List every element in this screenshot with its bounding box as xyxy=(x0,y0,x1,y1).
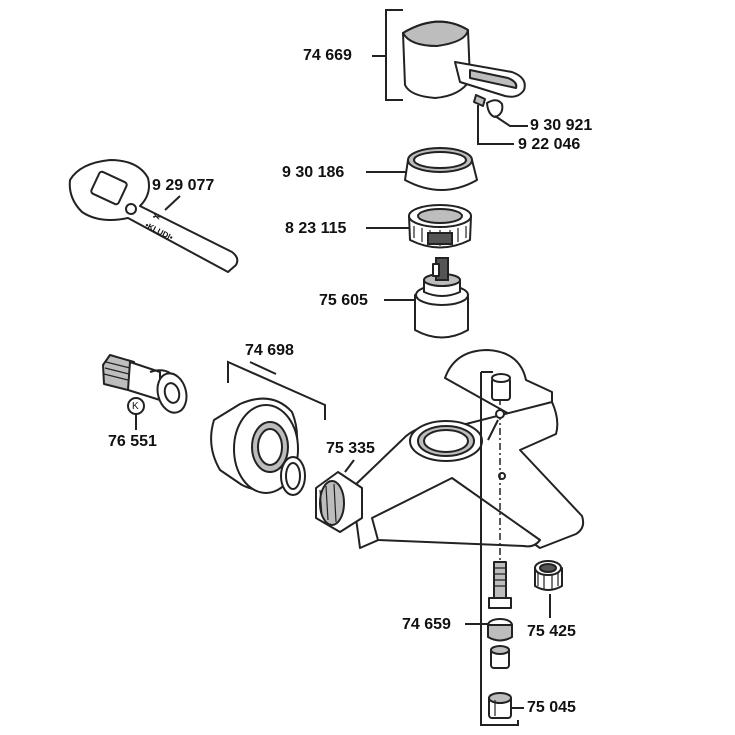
eccentric-mark: K xyxy=(132,401,139,412)
aerator xyxy=(534,560,563,591)
diverter-set xyxy=(487,561,513,669)
handle-lever xyxy=(402,20,526,99)
part-label-set-screw: 9 22 046 xyxy=(518,136,581,153)
part-label-connection-nut: 75 335 xyxy=(326,440,375,457)
lever-screw xyxy=(486,99,504,118)
set-screw xyxy=(473,94,486,107)
mixer-body xyxy=(315,349,585,549)
part-label-wall-rosette: 74 698 xyxy=(245,342,294,359)
leader-lines xyxy=(135,9,551,709)
part-label-lever-screw: 9 30 921 xyxy=(530,117,593,134)
part-label-aerator: 75 425 xyxy=(527,623,576,640)
cartridge xyxy=(414,257,469,339)
wall-eccentric xyxy=(102,354,188,415)
part-label-handle-lever: 74 669 xyxy=(303,47,352,64)
diverter-axis xyxy=(480,371,519,726)
part-label-wrench: 9 29 077 xyxy=(152,177,215,194)
part-label-diverter-set: 74 659 xyxy=(402,616,451,633)
part-label-diverter-insert: 75 045 xyxy=(527,699,576,716)
part-label-cartridge-nut: 8 23 115 xyxy=(285,220,347,237)
svg-text:✂: ✂ xyxy=(151,211,163,224)
diverter-knob xyxy=(491,373,511,419)
cover-ring xyxy=(404,147,478,191)
part-label-wall-eccentric: 76 551 xyxy=(108,433,157,450)
cartridge-nut xyxy=(408,204,472,249)
wall-rosette xyxy=(210,360,326,496)
part-label-cartridge: 75 605 xyxy=(319,292,368,309)
part-label-cover-ring: 9 30 186 xyxy=(282,164,345,181)
diverter-insert xyxy=(488,692,512,719)
wrench: ✂ xyxy=(68,159,239,273)
